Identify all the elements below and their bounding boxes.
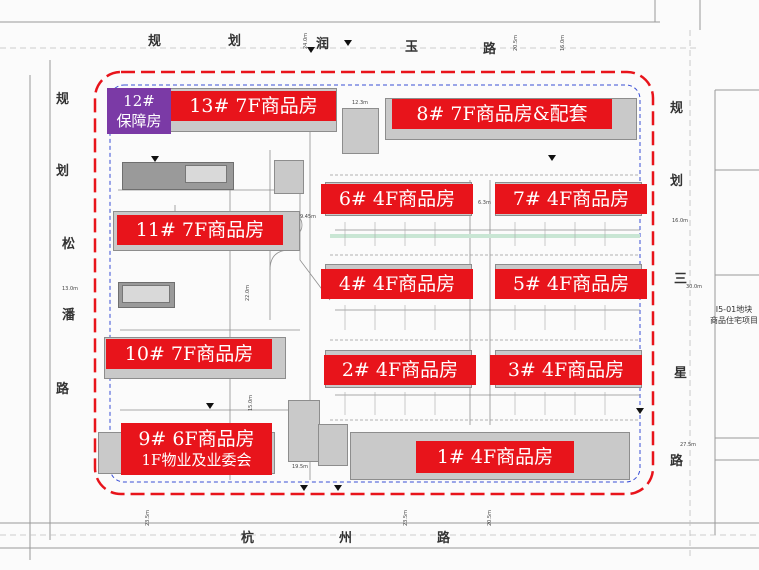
road-west-char-1: 规 [56, 92, 70, 107]
dim-south-entrance: 19.5m [292, 464, 309, 470]
building-4-label: 4# 4F商品房 [321, 269, 473, 299]
dim-building-gap: 12.3m [352, 100, 369, 106]
utility-note-north [185, 165, 227, 183]
parking-entrance-north [274, 160, 304, 194]
building-3-label: 3# 4F商品房 [490, 355, 642, 385]
road-west-char-3: 松 [62, 237, 76, 252]
road-south-char-3: 路 [437, 531, 451, 546]
substation-box [318, 424, 348, 466]
building-5-label: 5# 4F商品房 [495, 269, 647, 299]
building-6-label: 6# 4F商品房 [321, 184, 473, 214]
building-12-type: 保障房 [116, 112, 162, 130]
utility-note-west [122, 285, 170, 303]
road-north-char-4: 玉 [405, 40, 419, 55]
building-9-type: 9# 6F商品房 [138, 428, 255, 450]
road-north-char-3: 润 [316, 37, 330, 52]
road-south-char-1: 杭 [241, 531, 255, 546]
corner-pavilion [342, 108, 379, 154]
neighbor-plot-info: I5-01地块 商品住宅项目 [704, 304, 759, 326]
building-8-label: 8# 7F商品房&配套 [392, 99, 612, 129]
dim-building-gap-2: 9.45m [300, 214, 317, 220]
building-1-label: 1# 4F商品房 [416, 441, 574, 473]
dim-east-setback: 16.0m [672, 218, 689, 224]
road-east-char-1: 规 [670, 101, 684, 116]
building-12-label: 12# 保障房 [107, 88, 171, 134]
building-11-label: 11# 7F商品房 [117, 215, 283, 245]
neighbor-plot-type: 商品住宅项目 [710, 316, 758, 325]
road-north-char-1: 规 [148, 34, 162, 49]
building-12-number: 12# [123, 92, 155, 110]
building-10-label: 10# 7F商品房 [106, 339, 272, 369]
road-east-char-2: 划 [670, 174, 684, 189]
building-9-subtype: 1F物业及业委会 [141, 451, 252, 469]
road-west-char-2: 划 [56, 164, 70, 179]
road-east-char-4: 星 [674, 366, 688, 381]
dim-west-setback: 13.0m [62, 286, 79, 292]
road-north-char-5: 路 [483, 42, 497, 57]
road-east-char-5: 路 [670, 454, 684, 469]
road-west-char-4: 潘 [62, 308, 76, 323]
dim-east-road-width-2: 27.5m [680, 442, 697, 448]
building-2-label: 2# 4F商品房 [324, 355, 476, 385]
neighbor-plot-id: I5-01地块 [715, 305, 753, 314]
building-9-label: 9# 6F商品房 1F物业及业委会 [121, 423, 272, 475]
road-north-char-2: 划 [228, 34, 242, 49]
dim-east-road-width: 30.0m [686, 284, 703, 290]
road-east-char-3: 三 [674, 272, 688, 287]
road-south-char-2: 州 [339, 531, 353, 546]
dim-building-gap-3: 6.3m [478, 200, 491, 206]
building-13-label: 13# 7F商品房 [171, 91, 336, 121]
building-7-label: 7# 4F商品房 [495, 184, 647, 214]
road-west-char-5: 路 [56, 382, 70, 397]
